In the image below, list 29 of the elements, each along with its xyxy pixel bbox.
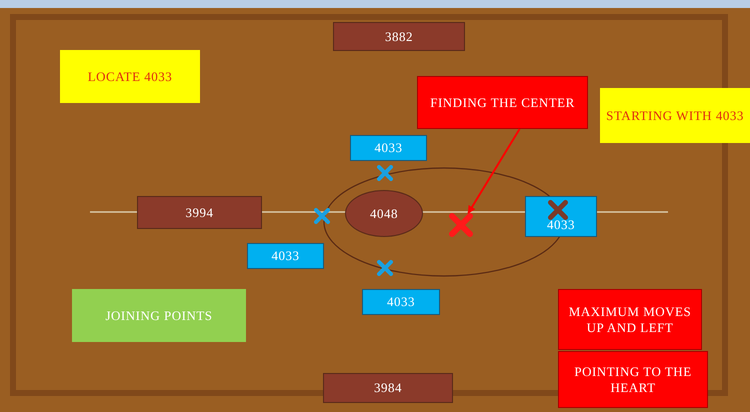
- note-card: [417, 76, 588, 129]
- note-card: [558, 351, 708, 408]
- card-text: JOINING POINTS: [105, 308, 213, 324]
- number-tag: [525, 196, 597, 237]
- number-card: [333, 22, 465, 51]
- card-text: 4033: [387, 294, 415, 310]
- card-text: FINDING THE CENTER: [430, 94, 575, 110]
- card-text: 4033: [272, 248, 300, 264]
- card-text: STARTING WITH 4033: [606, 108, 744, 124]
- number-card: [323, 373, 453, 403]
- note-card: [600, 88, 750, 143]
- card-text: 3984: [374, 380, 402, 396]
- note-card: [60, 50, 200, 103]
- number-tag: [350, 135, 427, 161]
- card-text: 4033: [547, 217, 575, 233]
- card-text: 4033: [374, 140, 402, 156]
- card-text: 3994: [186, 204, 214, 220]
- card-text: 3882: [385, 28, 413, 44]
- note-card: [558, 289, 702, 350]
- card-text: LOCATE 4033: [88, 68, 172, 84]
- number-tag: [247, 243, 324, 269]
- card-text: MAXIMUM MOVES UP AND LEFT: [568, 304, 692, 336]
- arrow: [467, 128, 520, 214]
- number-card: [137, 196, 262, 229]
- cross-mark: [448, 213, 474, 237]
- card-text: POINTING TO THE HEART: [573, 364, 693, 396]
- card-text: 4048: [370, 206, 398, 222]
- note-card: [72, 289, 246, 342]
- number-tag: [362, 289, 440, 315]
